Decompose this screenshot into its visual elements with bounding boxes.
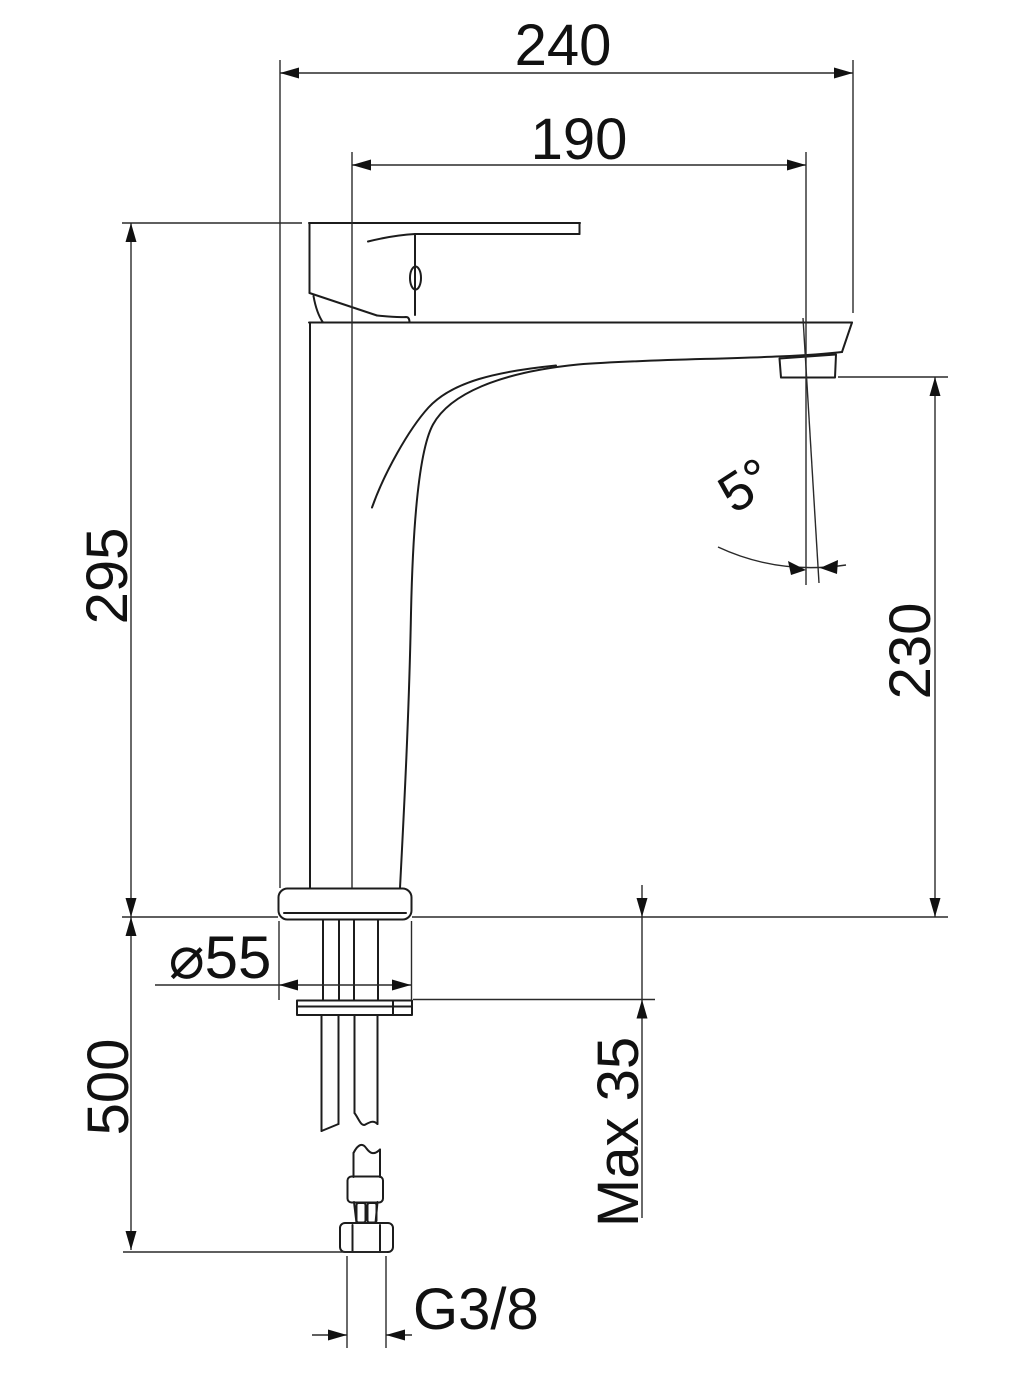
dimension-connection-thread: G3/8: [312, 1256, 539, 1348]
dimension-spout-reach: 190: [351, 107, 807, 888]
connection-thread-label: G3/8: [413, 1277, 539, 1342]
dimension-hose-length: 500: [76, 917, 141, 1250]
body-height-label: 295: [75, 528, 140, 625]
outlet-angle-label: 5°: [708, 446, 784, 524]
dimension-base-diameter: ⌀55: [155, 921, 413, 1000]
handle-lever: [308, 222, 581, 324]
dimension-outlet-height: 230: [838, 376, 948, 917]
base-diameter-label: ⌀55: [169, 924, 272, 991]
hose-length-label: 500: [76, 1039, 141, 1136]
supply-hose: [352, 1014, 381, 1178]
hose-end-fitting: [346, 1175, 384, 1224]
aerator: [778, 353, 837, 379]
connection-nut: [339, 1222, 394, 1253]
dimension-overall-depth: 240: [279, 13, 854, 888]
max-mounting-thickness-label: Max 35: [586, 1037, 651, 1227]
handle-button-icon: [409, 265, 422, 291]
faucet-outline: [122, 222, 948, 1253]
horseshoe-washer: [296, 999, 413, 1016]
base-flange: [277, 887, 413, 921]
spout-and-body: [308, 321, 853, 889]
overall-depth-label: 240: [515, 13, 612, 78]
dimension-max-mounting-thickness: Max 35: [413, 885, 655, 1227]
outlet-height-label: 230: [878, 603, 943, 700]
threaded-stud: [320, 1014, 340, 1132]
dimension-body-height: 295: [75, 222, 302, 917]
spout-reach-label: 190: [531, 107, 628, 172]
under-deck-pipes: [123, 919, 413, 1253]
